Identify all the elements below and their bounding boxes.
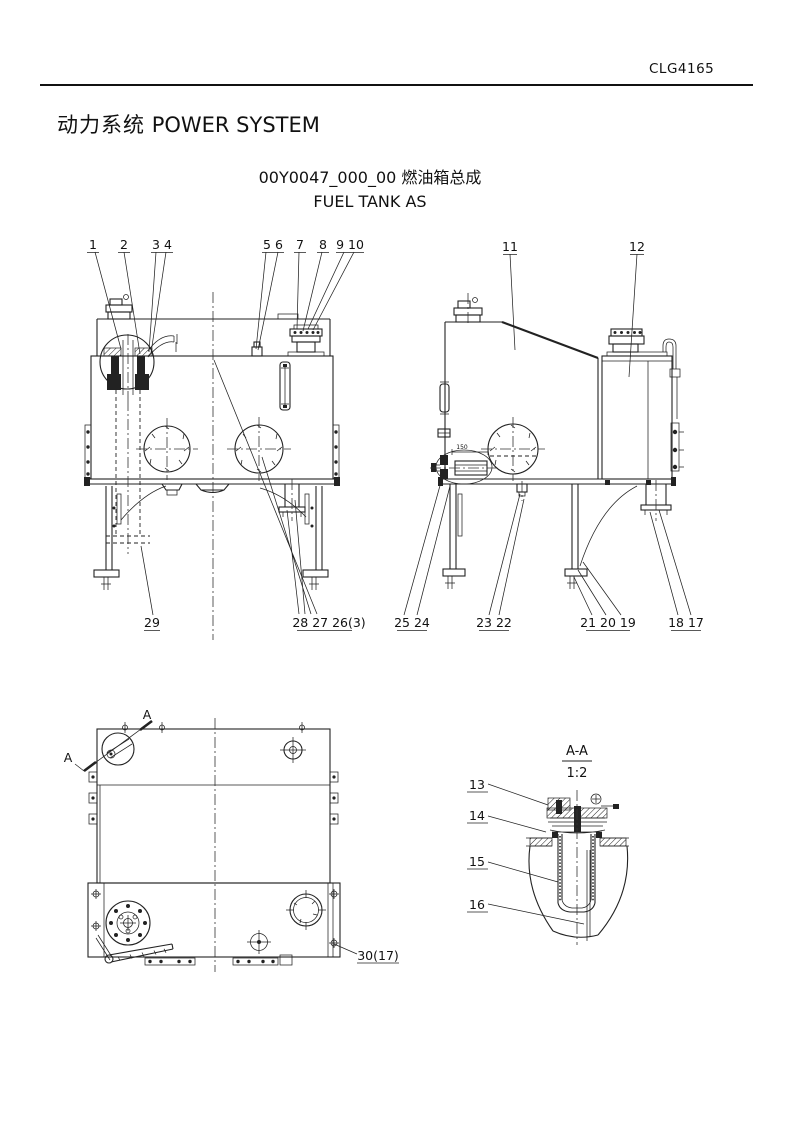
part-callout: 7 (296, 237, 304, 252)
part-callout: 2 (120, 237, 128, 252)
side-legs (442, 484, 638, 589)
cut-letter-top: A (143, 707, 152, 722)
dim-150: 150 (456, 444, 468, 451)
side-gauge-fitting (437, 381, 451, 438)
corner-bolts (91, 889, 339, 948)
part-callout: 21 20 19 (580, 615, 636, 630)
section-cut-detail (74, 719, 153, 773)
header-rule (40, 84, 753, 86)
part-callout: 13 (469, 777, 485, 792)
edge-bolt-symbols (88, 722, 339, 825)
cleanout-cover-side (481, 417, 545, 481)
part-callout: 16 (469, 897, 485, 912)
filler-cap-section (546, 793, 619, 838)
section-title: 动力系统 POWER SYSTEM (57, 109, 320, 139)
part-callouts: 1 2 3 4 5 6 7 8 9 10 11 12 29 28 27 26(3… (87, 237, 704, 964)
bottom-tabs (144, 954, 293, 966)
strainer-tube (557, 834, 596, 941)
side-view-drawing: 150 (403, 253, 692, 616)
level-gauge (279, 361, 291, 411)
plan-filler-circle (286, 890, 326, 930)
top-plate (277, 313, 299, 320)
plan-bolt-target (280, 737, 306, 763)
section-view-label: A-A 1:2 (562, 744, 592, 781)
section-title-zh: 动力系统 (57, 113, 145, 137)
part-callout: 25 24 (394, 615, 430, 630)
part-callout: 28 27 26(3) (292, 615, 365, 630)
filler-cap-side (606, 328, 668, 357)
part-callout: 29 (144, 615, 160, 630)
plan-view-drawing (74, 718, 358, 972)
section-aa-drawing (487, 783, 629, 945)
part-callout: 5 6 (263, 237, 283, 252)
part-callout: 23 22 (476, 615, 512, 630)
part-callout: 30(17) (357, 948, 399, 963)
filler-mount-balloon (99, 334, 155, 400)
part-callout: 9 10 (336, 237, 364, 252)
section-leader-lines (487, 783, 585, 925)
cut-letter-left: A (64, 750, 73, 765)
breather-cap (105, 294, 133, 320)
figure-name-en: FUEL TANK AS (313, 192, 427, 211)
front-view-drawing (84, 251, 355, 640)
tank-well-curves (528, 845, 629, 938)
bent-tube (147, 334, 178, 358)
breather-cap-side (453, 293, 483, 325)
filler-cap-front (287, 324, 325, 357)
part-callout: 18 17 (668, 615, 704, 630)
side-leader-lines (403, 253, 692, 616)
small-fitting (251, 341, 263, 357)
front-leader-lines (94, 251, 355, 616)
document-code: CLG4165 (649, 61, 715, 77)
tank-top-plate-section (526, 837, 629, 847)
section-label: A-A (566, 744, 588, 759)
plan-leader-line (333, 943, 358, 955)
part-callout: 1 (89, 237, 97, 252)
hose-and-rail (662, 338, 684, 472)
plan-small-target (247, 930, 271, 954)
hidden-suction-tube (106, 390, 150, 554)
bottom-sumps (160, 479, 306, 521)
suction-assembly (430, 449, 497, 485)
side-drains (516, 480, 672, 521)
figure-part-number: 00Y0047_000_00 燃油箱总成 (258, 168, 482, 187)
part-callout: 11 (502, 239, 518, 254)
section-title-en: POWER SYSTEM (151, 113, 320, 137)
front-legs (93, 485, 329, 590)
drain-flange (95, 900, 174, 964)
cleanout-cover-left (136, 418, 198, 480)
part-callout: 8 (319, 237, 327, 252)
part-callout: 15 (469, 854, 485, 869)
side-mount-flanges (84, 424, 340, 479)
part-callout: 14 (469, 808, 485, 823)
part-callout: 12 (629, 239, 645, 254)
part-callout: 3 4 (152, 237, 172, 252)
section-scale: 1:2 (567, 766, 588, 781)
